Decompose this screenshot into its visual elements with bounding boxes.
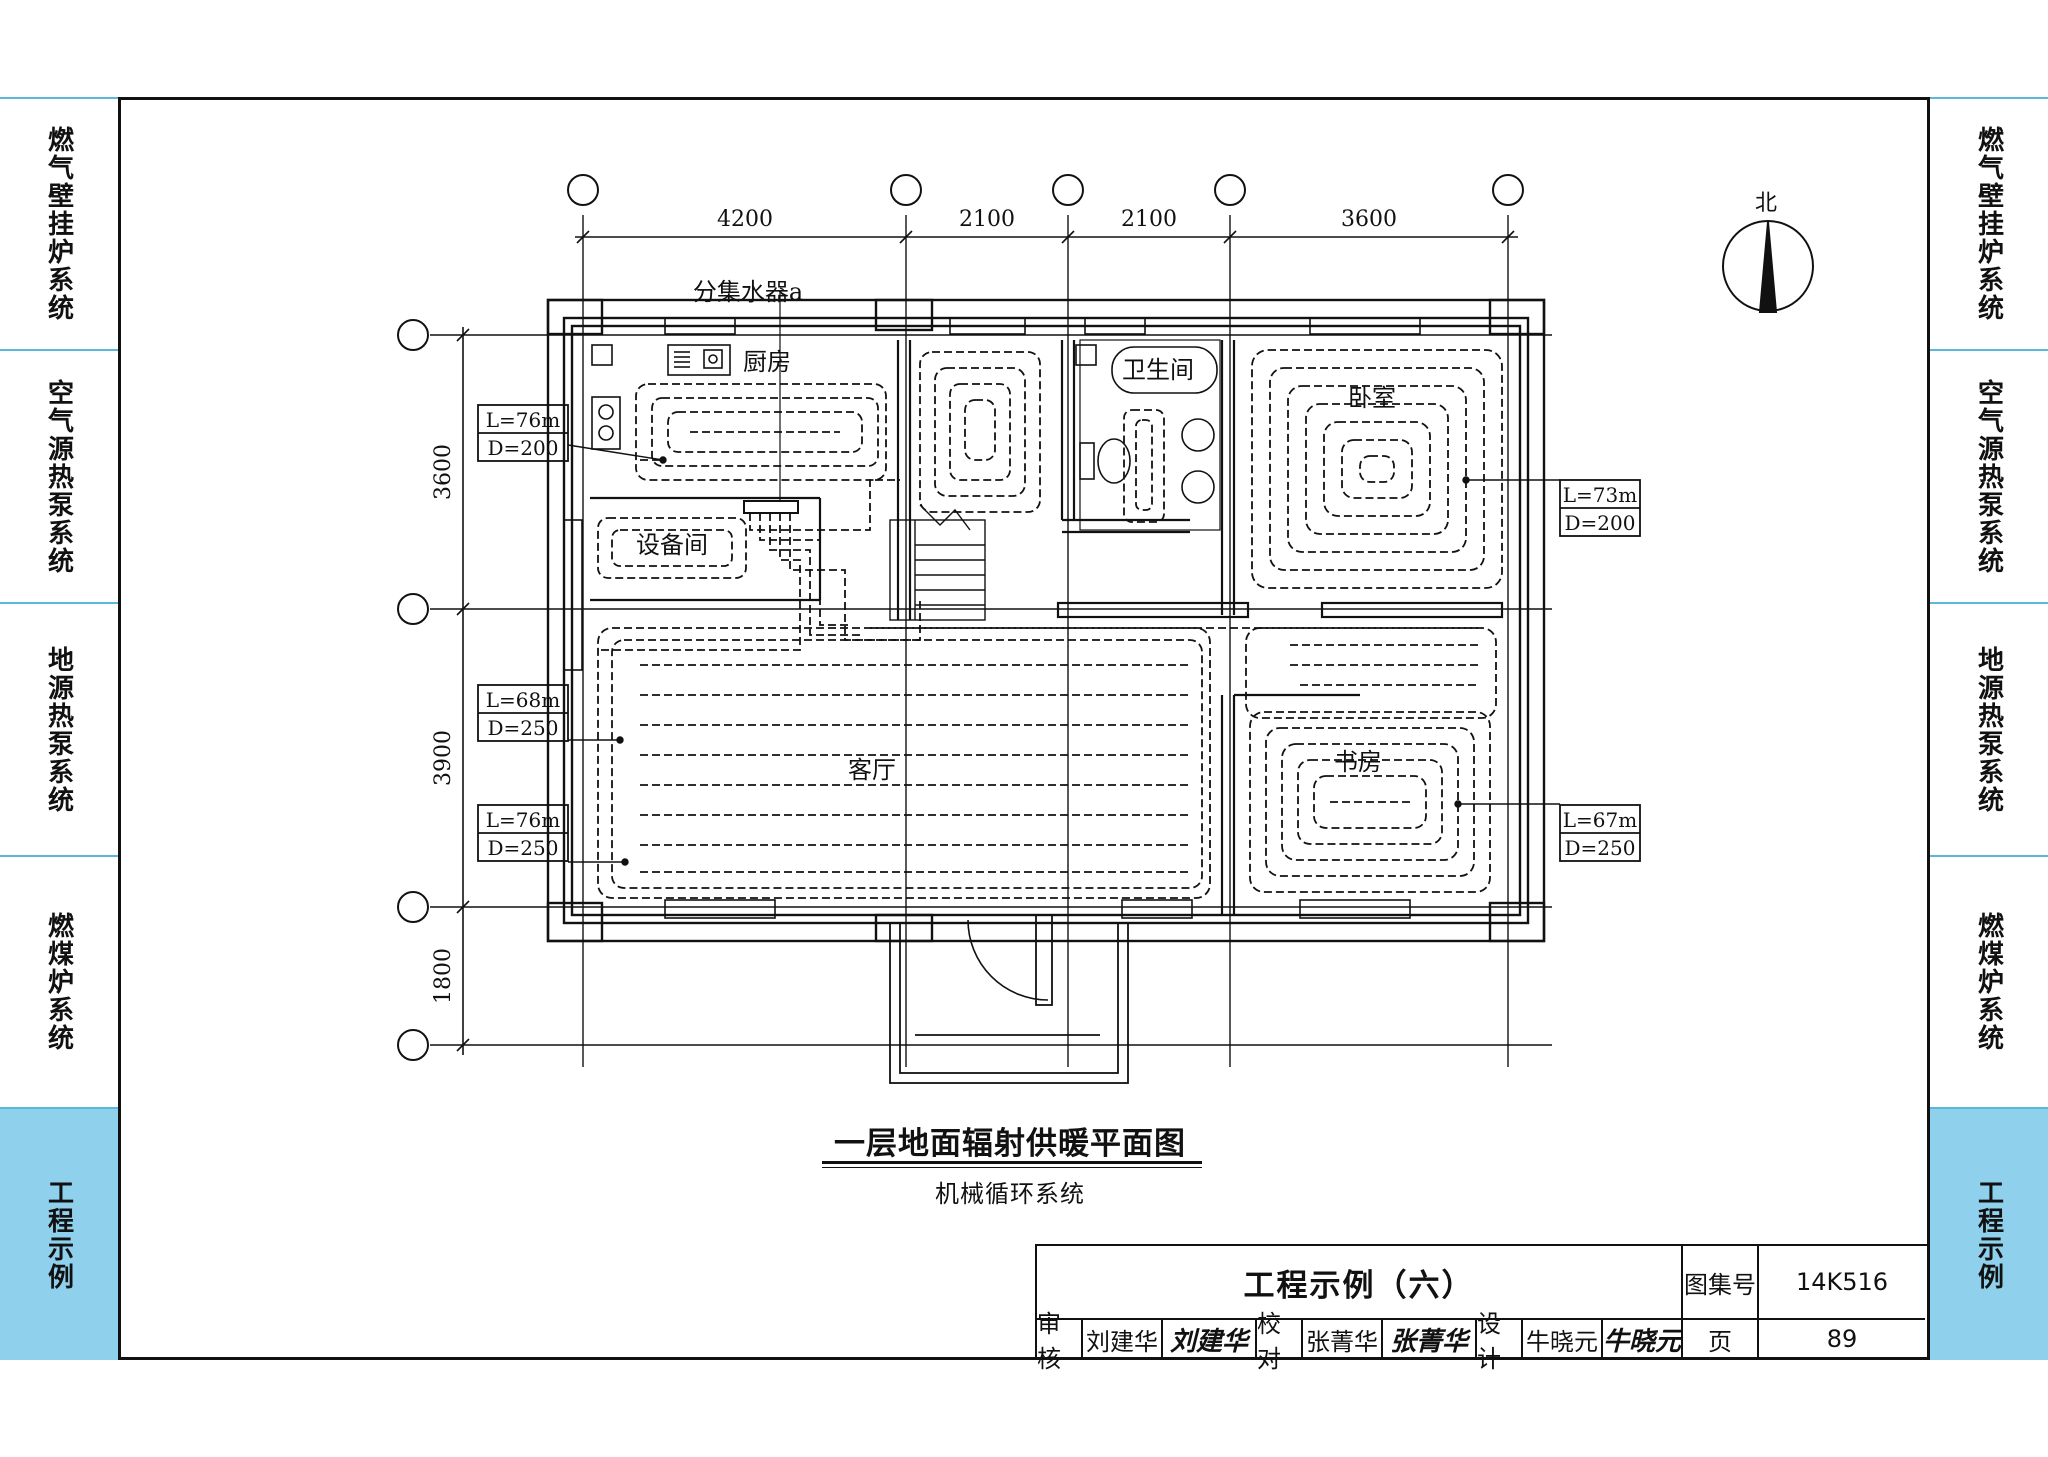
- room-study: 书房: [1334, 748, 1382, 776]
- loop-spacing-3: D=250: [488, 716, 559, 740]
- side-tab-air-source-right[interactable]: 空气源热泵系统: [1930, 349, 2048, 602]
- side-tab-ground-source-right[interactable]: 地源热泵系统: [1930, 602, 2048, 855]
- loop-length-2: L=73m: [1563, 483, 1637, 507]
- loop-spacing-4: D=250: [488, 836, 559, 860]
- loop-length-1: L=76m: [486, 408, 560, 432]
- room-bathroom: 卫生间: [1122, 356, 1194, 384]
- design-label: 设计: [1477, 1310, 1523, 1373]
- loop-length-5: L=67m: [1563, 808, 1637, 832]
- axis-lines: [430, 215, 1552, 1067]
- dim-top-4: 3600: [1341, 207, 1397, 232]
- review-name: 刘建华: [1083, 1320, 1163, 1358]
- check-name: 张菁华: [1303, 1320, 1383, 1358]
- dim-top-1: 4200: [717, 207, 773, 232]
- side-tab-label: 地源热泵系统: [43, 645, 74, 814]
- loop-tag-boxes: [477, 404, 1641, 862]
- fixtures: [591, 339, 1221, 531]
- side-tab-label: 燃煤炉系统: [1973, 912, 2004, 1052]
- side-tab-ground-source[interactable]: 地源热泵系统: [0, 602, 118, 855]
- drawing-title: 工程示例（六）: [1037, 1246, 1683, 1320]
- dim-top-2: 2100: [959, 207, 1015, 232]
- plan-subtitle: 机械循环系统: [935, 1180, 1085, 1208]
- atlas-no: 14K516: [1759, 1246, 1925, 1320]
- check-label: 校对: [1257, 1310, 1303, 1373]
- side-tab-examples[interactable]: 工程示例: [0, 1107, 118, 1360]
- north-label: 北: [1755, 191, 1777, 216]
- loop-spacing-1: D=200: [488, 436, 559, 460]
- page-label: 页: [1683, 1320, 1759, 1358]
- side-tab-label: 地源热泵系统: [1973, 645, 2004, 814]
- check-signature: 张菁华: [1383, 1320, 1477, 1358]
- loop-spacing-5: D=250: [1565, 836, 1636, 860]
- side-tab-label: 空气源热泵系统: [43, 378, 74, 575]
- atlas-no-label: 图集号: [1683, 1246, 1759, 1320]
- side-tab-gas-boiler[interactable]: 燃气壁挂炉系统: [0, 97, 118, 349]
- room-kitchen: 厨房: [743, 348, 791, 376]
- side-tab-gas-boiler-right[interactable]: 燃气壁挂炉系统: [1930, 97, 2048, 349]
- design-name: 牛晓元: [1523, 1320, 1603, 1358]
- title-underline: [822, 1161, 1202, 1164]
- room-living: 客厅: [848, 756, 896, 784]
- plan-title: 一层地面辐射供暖平面图: [834, 1126, 1186, 1162]
- side-tab-coal[interactable]: 燃煤炉系统: [0, 855, 118, 1107]
- loop-length-3: L=68m: [486, 688, 560, 712]
- dim-left-2: 3900: [431, 730, 456, 786]
- entry-porch: [889, 914, 1129, 1084]
- loop-spacing-2: D=200: [1565, 511, 1636, 535]
- title-underline-thin: [822, 1167, 1202, 1168]
- page-number: 89: [1826, 1325, 1858, 1353]
- leader-lines: [567, 444, 1560, 866]
- review-label: 审核: [1037, 1310, 1083, 1373]
- review-signature: 刘建华: [1163, 1320, 1257, 1358]
- manifold-label: 分集水器a: [693, 278, 803, 306]
- dim-left-3: 1800: [431, 948, 456, 1004]
- dim-left-1: 3600: [431, 444, 456, 500]
- side-tab-label: 燃煤炉系统: [43, 912, 74, 1052]
- title-block: 工程示例（六） 图集号 14K516 审核 刘建华 刘建华 校对 张菁华 张菁华…: [1035, 1244, 1927, 1373]
- heating-coils: [597, 349, 1503, 899]
- room-bedroom: 卧室: [1348, 384, 1396, 412]
- room-equipment: 设备间: [636, 531, 708, 559]
- side-tab-label: 工程示例: [43, 1178, 74, 1291]
- side-tab-label: 燃气壁挂炉系统: [1973, 126, 2004, 322]
- side-tab-label: 空气源热泵系统: [1973, 378, 2004, 575]
- interior-walls: [590, 340, 1504, 915]
- side-tab-examples-right[interactable]: 工程示例: [1930, 1107, 2048, 1360]
- side-tab-label: 燃气壁挂炉系统: [43, 126, 74, 322]
- side-tab-coal-right[interactable]: 燃煤炉系统: [1930, 855, 2048, 1107]
- axis-bubbles: [397, 174, 1524, 1061]
- stair: [889, 504, 986, 621]
- windows: [563, 317, 1421, 919]
- side-tab-air-source[interactable]: 空气源热泵系统: [0, 349, 118, 602]
- drawing-frame: [118, 97, 1930, 1360]
- loop-length-4: L=76m: [486, 808, 560, 832]
- side-tab-label: 工程示例: [1973, 1178, 2004, 1291]
- design-signature: 牛晓元: [1603, 1320, 1683, 1358]
- north-arrow-icon: [1722, 220, 1814, 313]
- dimension-lines: [456, 230, 1518, 1055]
- dim-top-3: 2100: [1121, 207, 1177, 232]
